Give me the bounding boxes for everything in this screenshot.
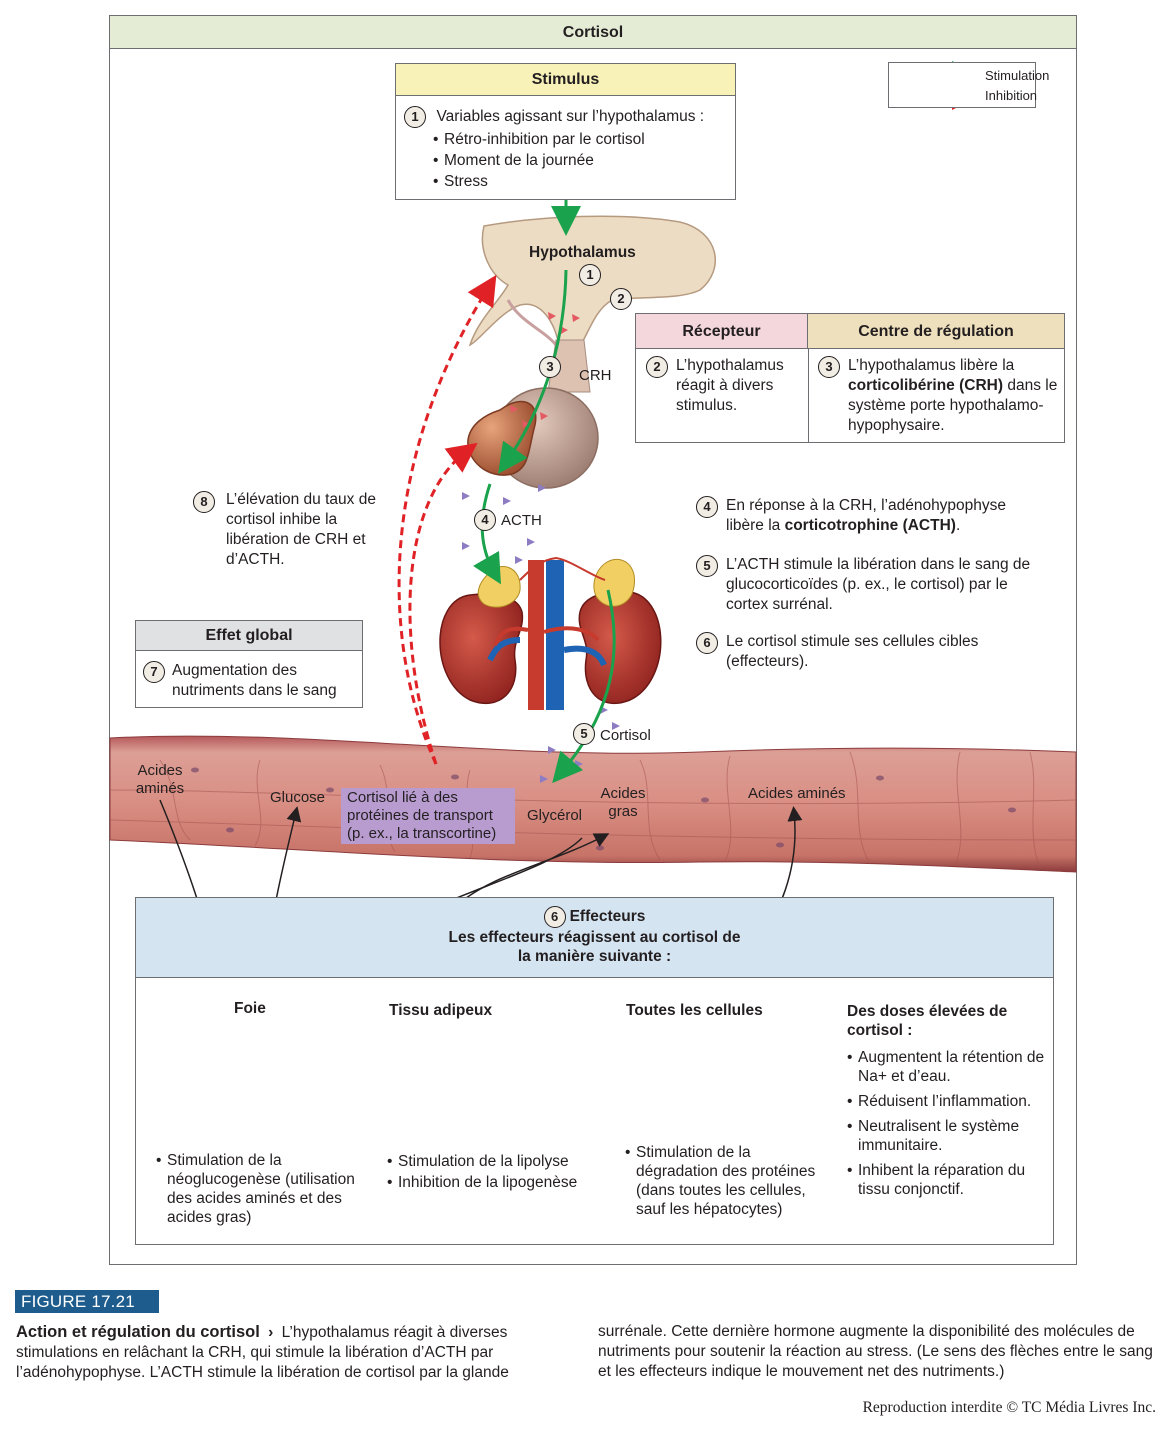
list-item: Augmentent la rétention de Na+ et d’eau.	[847, 1048, 1047, 1086]
step-marker: 8	[193, 491, 215, 513]
step-marker: 7	[143, 661, 165, 683]
legend: Stimulation Inhibition	[888, 62, 1049, 108]
centre-text-bold: corticolibérine (CRH)	[848, 377, 1004, 394]
list-item: Neutralisent le système immunitaire.	[847, 1117, 1047, 1155]
table-divider	[808, 349, 809, 443]
glucose-label: Glucose	[270, 789, 326, 806]
foie-title: Foie	[234, 1000, 266, 1017]
centre-text: L’hypothalamus libère la corticolibérine…	[848, 356, 1062, 436]
step-4-text-b: .	[955, 517, 961, 534]
stimulus-title: Stimulus	[396, 64, 735, 96]
stimulus-box: Stimulus 1 Variables agissant sur l’hypo…	[395, 63, 736, 200]
inhibition-arrows	[397, 274, 497, 765]
figure-title: Action et régulation du cortisol	[16, 1323, 260, 1341]
stimulus-content: 1 Variables agissant sur l’hypothalamus …	[404, 106, 734, 192]
acth-label: ACTH	[501, 512, 542, 529]
step-6-item: 6 Le cortisol stimule ses cellules cible…	[696, 632, 1046, 672]
step-5-text: L’ACTH stimule la libération dans le san…	[726, 556, 1031, 613]
step-4-item: 4 En réponse à la CRH, l’adénohypophyse …	[696, 496, 1046, 536]
caption-right: surrénale. Cette dernière hormone augmen…	[598, 1323, 1153, 1380]
step-marker: 4	[474, 509, 496, 531]
step-marker: 5	[573, 723, 595, 745]
legend-stimulation-label: Stimulation	[985, 68, 1050, 83]
effet-global-title: Effet global	[136, 621, 362, 651]
effet-global-text: Augmentation des nutriments dans le sang	[172, 662, 337, 699]
effecteurs-subtitle: Les effecteurs réagissent au cortisol de…	[448, 929, 741, 965]
step-marker: 3	[818, 356, 840, 378]
step-4-text: En réponse à la CRH, l’adénohypophyse li…	[726, 496, 1046, 536]
acides-amines-left-label: Acides aminés	[135, 762, 185, 797]
effecteurs-title: Effecteurs	[569, 908, 646, 926]
glycerol-label: Glycérol	[527, 807, 583, 824]
step-marker: 6	[696, 632, 718, 654]
chevron-right-icon: ›	[268, 1324, 274, 1341]
copyright-notice: Reproduction interdite © TC Média Livres…	[862, 1399, 1156, 1416]
adipeux-list: Stimulation de la lipolyse Inhibition de…	[387, 1151, 602, 1193]
step-marker: 4	[696, 496, 718, 518]
doses-title: Des doses élevées de cortisol :	[847, 1003, 1008, 1039]
step8-text: L’élévation du taux de cortisol inhibe l…	[226, 491, 376, 568]
kidney-adrenal-illustration	[439, 556, 662, 710]
step-marker: 1	[579, 264, 601, 286]
caption-left-text: L’hypothalamus réagit à diverses stimula…	[16, 1324, 509, 1381]
cortisol-lie-label: Cortisol lié à des protéines de transpor…	[341, 788, 515, 844]
hypothalamus-label: Hypothalamus	[529, 244, 636, 261]
legend-inhibition-label: Inhibition	[985, 88, 1038, 103]
centre-text-b: dans le système porte hypothalamo-hypoph…	[848, 377, 1058, 434]
list-item: Stimulation de la néoglucogenèse (utilis…	[156, 1151, 368, 1227]
hormone-particles	[462, 484, 620, 783]
stimulus-list: Rétro-inhibition par le cortisol Moment …	[433, 129, 734, 192]
step-marker: 3	[539, 356, 561, 378]
cortisol-label: Cortisol	[600, 727, 651, 744]
list-item: Inhibition de la lipogenèse	[387, 1172, 602, 1193]
figure-number: FIGURE 17.21	[15, 1290, 159, 1313]
cellules-list: Stimulation de la dégradation des protéi…	[625, 1143, 825, 1219]
list-item: Moment de la journée	[433, 150, 734, 171]
list-item: Inhibent la réparation du tissu conjonct…	[847, 1161, 1047, 1199]
acides-gras-label: Acides gras	[600, 785, 646, 820]
step-4-text-a: En réponse à la CRH, l’adénohypophyse li…	[726, 497, 1007, 534]
step-marker: 1	[404, 106, 426, 128]
centre-header: Centre de régulation	[808, 314, 1064, 349]
step-6-text: Le cortisol stimule ses cellules cibles …	[726, 633, 979, 670]
foie-list: Stimulation de la néoglucogenèse (utilis…	[156, 1151, 368, 1227]
list-item: Stress	[433, 171, 734, 192]
step-marker: 6	[543, 906, 566, 928]
list-item: Stimulation de la dégradation des protéi…	[625, 1143, 825, 1219]
receptor-control-table: Récepteur Centre de régulation 2 L’hypot…	[635, 313, 1065, 443]
step-5-item: 5 L’ACTH stimule la libération dans le s…	[696, 555, 1046, 615]
step-marker: 5	[696, 555, 718, 577]
cellules-title: Toutes les cellules	[626, 1002, 763, 1019]
recepteur-text: L’hypothalamus réagit à divers stimulus.	[676, 357, 784, 414]
stimulus-intro: Variables agissant sur l’hypothalamus :	[436, 108, 705, 126]
crh-label: CRH	[579, 367, 612, 384]
caption-left: Action et régulation du cortisol › L’hyp…	[16, 1322, 571, 1383]
centre-text-a: L’hypothalamus libère la	[848, 357, 1015, 374]
acides-amines-right-label: Acides aminés	[748, 785, 846, 802]
diagram-title: Cortisol	[110, 16, 1076, 49]
step-marker: 2	[610, 288, 632, 310]
list-item: Rétro-inhibition par le cortisol	[433, 129, 734, 150]
list-item: Stimulation de la lipolyse	[387, 1151, 602, 1172]
recepteur-header: Récepteur	[636, 314, 808, 349]
doses-list: Augmentent la rétention de Na+ et d’eau.…	[847, 1048, 1047, 1199]
adipeux-title: Tissu adipeux	[389, 1002, 493, 1019]
step-4-text-bold: corticotrophine (ACTH)	[784, 517, 956, 534]
effet-global-box: Effet global 7 Augmentation des nutrimen…	[135, 620, 363, 708]
step-marker: 2	[646, 356, 668, 378]
list-item: Réduisent l’inflammation.	[847, 1092, 1047, 1111]
